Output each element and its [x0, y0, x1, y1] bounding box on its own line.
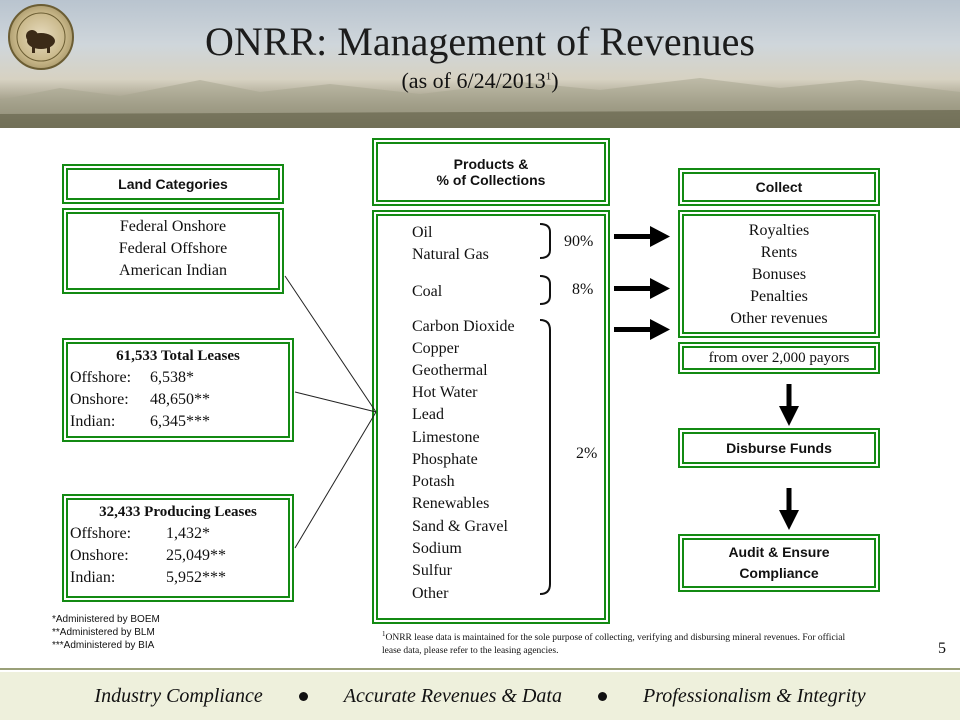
footer-item: Industry Compliance: [94, 684, 263, 707]
product-item: Coal: [412, 283, 443, 300]
administration-footnotes: *Administered by BOEM **Administered by …: [52, 613, 160, 652]
product-item: Other: [412, 585, 449, 602]
bullet-icon: [598, 691, 607, 701]
product-item: Potash: [412, 473, 455, 490]
lease-row: Onshore:48,650**: [70, 391, 210, 408]
pct-other: 2%: [576, 445, 598, 462]
land-categories-box: Federal Onshore Federal Offshore America…: [62, 208, 284, 294]
bracket-oil-gas: [539, 223, 551, 259]
producing-leases-title: 32,433 Producing Leases: [99, 504, 257, 520]
product-item: Oil: [412, 224, 433, 241]
footer-bar: Industry Compliance Accurate Revenues & …: [0, 672, 960, 720]
total-leases-box: 61,533 Total Leases Offshore:6,538* Onsh…: [62, 338, 294, 442]
product-item: Renewables: [412, 495, 490, 512]
arrow-right-icon: [614, 319, 670, 340]
connector-line: [294, 391, 377, 413]
lease-row: Onshore:25,049**: [70, 547, 226, 564]
page-title: ONRR: Management of Revenues: [205, 19, 755, 64]
page-number: 5: [938, 640, 946, 657]
footer-item: Accurate Revenues & Data: [343, 684, 562, 707]
products-header: Products & % of Collections: [372, 138, 610, 206]
arrow-right-icon: [614, 226, 670, 247]
connector-line: [284, 275, 377, 413]
product-item: Limestone: [412, 429, 480, 446]
lease-row: Indian:6,345***: [70, 413, 210, 430]
bracket-coal: [539, 275, 551, 305]
product-item: Carbon Dioxide: [412, 318, 515, 335]
producing-leases-box: 32,433 Producing Leases Offshore:1,432* …: [62, 494, 294, 602]
lease-row: Offshore:1,432*: [70, 525, 210, 542]
footer-item: Professionalism & Integrity: [643, 684, 866, 707]
disburse-funds-box: Disburse Funds: [678, 428, 880, 468]
page-subtitle: (as of 6/24/20131): [401, 68, 559, 93]
pct-coal: 8%: [572, 281, 594, 298]
footnote: *Administered by BOEM: [52, 614, 160, 625]
pct-oil-gas: 90%: [564, 233, 594, 250]
land-item: Federal Onshore: [119, 218, 227, 235]
collect-item: Bonuses: [751, 266, 807, 283]
footer-divider: [0, 668, 960, 670]
mountain-landscape: [0, 78, 960, 128]
bullet-icon: [298, 691, 308, 701]
land-categories-header: Land Categories: [62, 164, 284, 204]
product-item: Natural Gas: [412, 246, 489, 263]
doi-seal-logo: [8, 4, 74, 70]
product-item: Geothermal: [412, 362, 488, 379]
product-item: Sodium: [412, 540, 462, 557]
arrow-right-icon: [614, 278, 670, 299]
arrow-down-icon: [779, 384, 799, 426]
land-item: American Indian: [119, 262, 227, 279]
connector-line: [294, 411, 377, 549]
payors-box: from over 2,000 payors: [678, 342, 880, 374]
product-item: Sulfur: [412, 562, 452, 579]
lease-row: Indian:5,952***: [70, 569, 226, 586]
product-item: Phosphate: [412, 451, 478, 468]
total-leases-title: 61,533 Total Leases: [116, 348, 240, 364]
product-item: Lead: [412, 406, 444, 423]
land-item: Federal Offshore: [118, 240, 228, 257]
arrow-down-icon: [779, 488, 799, 530]
product-item: Sand & Gravel: [412, 518, 508, 535]
collect-item: Rents: [760, 244, 798, 261]
products-box: Oil Natural Gas Coal Carbon Dioxide Copp…: [372, 210, 610, 624]
lease-data-note: 1ONRR lease data is maintained for the s…: [382, 630, 846, 657]
product-item: Copper: [412, 340, 460, 357]
lease-row: Offshore:6,538*: [70, 369, 194, 386]
collect-header: Collect: [678, 168, 880, 206]
footnote: **Administered by BLM: [52, 627, 155, 638]
collect-item: Other revenues: [730, 310, 828, 327]
collect-box: Royalties Rents Bonuses Penalties Other …: [678, 210, 880, 338]
collect-item: Royalties: [748, 222, 810, 239]
product-item: Hot Water: [412, 384, 478, 401]
footnote: ***Administered by BIA: [52, 640, 155, 651]
audit-compliance-box: Audit & Ensure Compliance: [678, 534, 880, 592]
collect-item: Penalties: [750, 288, 808, 305]
bracket-other: [539, 319, 551, 595]
header-banner: [0, 0, 960, 128]
